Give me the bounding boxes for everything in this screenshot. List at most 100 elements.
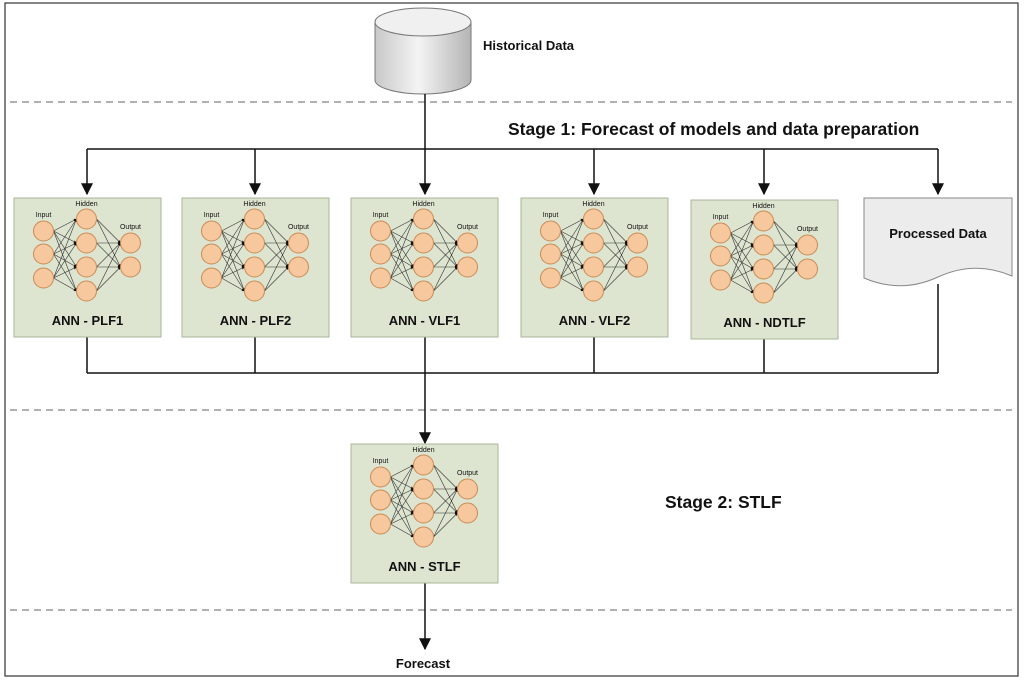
neuron-node: [583, 280, 604, 302]
input-layer-label: Input: [373, 212, 389, 219]
neuron-node: [288, 256, 309, 278]
neuron-node: [413, 454, 434, 476]
historical-data-label: Historical Data: [483, 38, 575, 53]
neuron-node: [457, 502, 478, 524]
neuron-node: [370, 513, 391, 535]
neuron-node: [120, 232, 141, 254]
output-layer-label: Output: [797, 226, 818, 233]
neuron-node: [370, 220, 391, 242]
neuron-node: [288, 232, 309, 254]
neuron-node: [244, 208, 265, 230]
neuron-node: [710, 245, 731, 267]
neuron-node: [753, 210, 774, 232]
neuron-node: [583, 232, 604, 254]
neuron-node: [33, 243, 54, 265]
output-layer-label: Output: [627, 224, 648, 231]
neuron-node: [797, 234, 818, 256]
neuron-node: [244, 232, 265, 254]
stage2-title: Stage 2: STLF: [665, 492, 782, 512]
neuron-node: [370, 267, 391, 289]
network-edges: [53, 218, 121, 292]
neuron-node: [76, 280, 97, 302]
connectors: [81, 94, 944, 651]
neuron-node: [583, 256, 604, 278]
neuron-node: [33, 220, 54, 242]
neuron-node: [413, 256, 434, 278]
outer-frame: [4, 2, 1019, 677]
neuron-node: [201, 267, 222, 289]
input-layer-label: Input: [204, 212, 220, 219]
neuron-node: [370, 466, 391, 488]
neuron-node: [627, 232, 648, 254]
neuron-node: [413, 280, 434, 302]
neuron-node: [413, 478, 434, 500]
neuron-node: [797, 258, 818, 280]
hidden-layer-label: Hidden: [752, 203, 774, 210]
forecast-label: Forecast: [396, 656, 451, 671]
neuron-node: [76, 208, 97, 230]
neuron-node: [753, 234, 774, 256]
model-label-stlf: ANN - STLF: [388, 559, 460, 574]
model-label-vlf1: ANN - VLF1: [389, 313, 461, 328]
input-layer-label: Input: [373, 458, 389, 465]
neuron-node: [540, 267, 561, 289]
processed-data-document: [863, 197, 1013, 287]
neuron-node: [201, 220, 222, 242]
neuron-node: [413, 232, 434, 254]
neuron-node: [627, 256, 648, 278]
network-edges: [390, 218, 458, 292]
neuron-node: [201, 243, 222, 265]
neuron-node: [413, 526, 434, 548]
neuron-node: [33, 267, 54, 289]
model-label-vlf2: ANN - VLF2: [559, 313, 631, 328]
processed-data-label: Processed Data: [889, 226, 987, 241]
hidden-layer-label: Hidden: [412, 201, 434, 208]
hidden-layer-label: Hidden: [243, 201, 265, 208]
neuron-node: [710, 269, 731, 291]
neuron-node: [540, 220, 561, 242]
neuron-node: [753, 258, 774, 280]
neuron-node: [244, 256, 265, 278]
neuron-node: [244, 280, 265, 302]
output-layer-label: Output: [457, 224, 478, 231]
model-label-plf2: ANN - PLF2: [220, 313, 292, 328]
model-label-plf1: ANN - PLF1: [52, 313, 124, 328]
neuron-node: [413, 208, 434, 230]
network-edges: [390, 464, 458, 538]
neuron-node: [753, 282, 774, 304]
network-edges: [560, 218, 628, 292]
network-edges: [730, 220, 798, 294]
neuron-node: [370, 489, 391, 511]
input-layer-label: Input: [36, 212, 52, 219]
database-icon: [374, 7, 472, 95]
hidden-layer-label: Hidden: [582, 201, 604, 208]
input-layer-label: Input: [713, 214, 729, 221]
neuron-node: [76, 256, 97, 278]
model-label-ndtlf: ANN - NDTLF: [723, 315, 805, 330]
neuron-node: [583, 208, 604, 230]
neuron-node: [120, 256, 141, 278]
neuron-node: [457, 478, 478, 500]
hidden-layer-label: Hidden: [412, 447, 434, 454]
neuron-node: [457, 256, 478, 278]
stage1-title: Stage 1: Forecast of models and data pre…: [508, 119, 919, 139]
network-edges: [221, 218, 289, 292]
input-layer-label: Input: [543, 212, 559, 219]
neuron-node: [76, 232, 97, 254]
neuron-node: [413, 502, 434, 524]
output-layer-label: Output: [288, 224, 309, 231]
output-layer-label: Output: [457, 470, 478, 477]
neuron-node: [540, 243, 561, 265]
hidden-layer-label: Hidden: [75, 201, 97, 208]
neuron-node: [710, 222, 731, 244]
neuron-node: [370, 243, 391, 265]
neuron-node: [457, 232, 478, 254]
